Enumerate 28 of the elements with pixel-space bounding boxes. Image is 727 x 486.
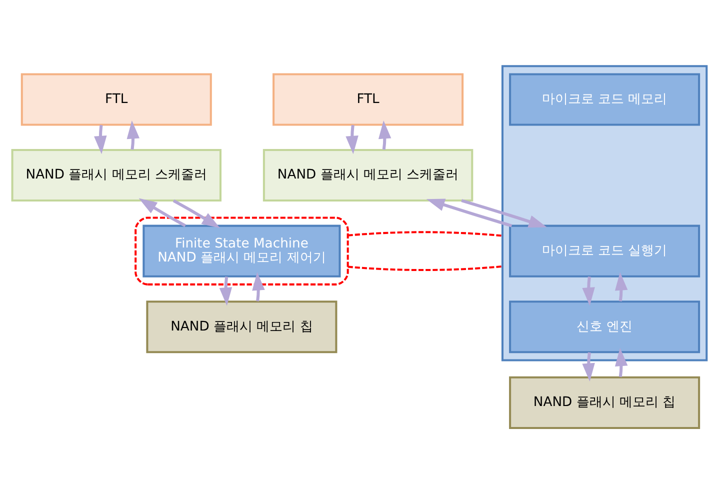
arrow	[461, 199, 547, 228]
arrow	[126, 120, 140, 150]
arrow	[582, 352, 595, 382]
cluster	[501, 65, 708, 362]
arrow	[614, 272, 628, 302]
connector	[348, 231, 503, 237]
arrow	[252, 272, 265, 302]
node-box: NAND 플래시 메모리 스케줄러	[262, 149, 474, 202]
arrow	[94, 124, 107, 154]
arrow	[614, 348, 628, 378]
node-box: Finite State Machine NAND 플래시 메모리 제어기	[142, 224, 341, 278]
connector	[348, 265, 503, 272]
arrow	[426, 198, 512, 228]
arrow	[346, 124, 358, 154]
node-box: NAND 플래시 메모리 스케줄러	[11, 149, 222, 202]
arrow	[378, 120, 392, 150]
node-box: NAND 플래시 메모리 칩	[146, 300, 338, 354]
arrow	[582, 276, 595, 306]
arrow	[219, 276, 232, 306]
arrow	[138, 198, 186, 228]
node-box: 마이크로 코드 실행기	[509, 224, 700, 278]
node-box: 신호 엔진	[509, 300, 700, 354]
node-box: 마이크로 코드 메모리	[509, 73, 700, 126]
arrow	[172, 199, 220, 228]
node-box: FTL	[272, 73, 464, 126]
cluster	[134, 216, 349, 286]
node-box: FTL	[20, 73, 212, 126]
node-box: NAND 플래시 메모리 칩	[509, 376, 700, 429]
